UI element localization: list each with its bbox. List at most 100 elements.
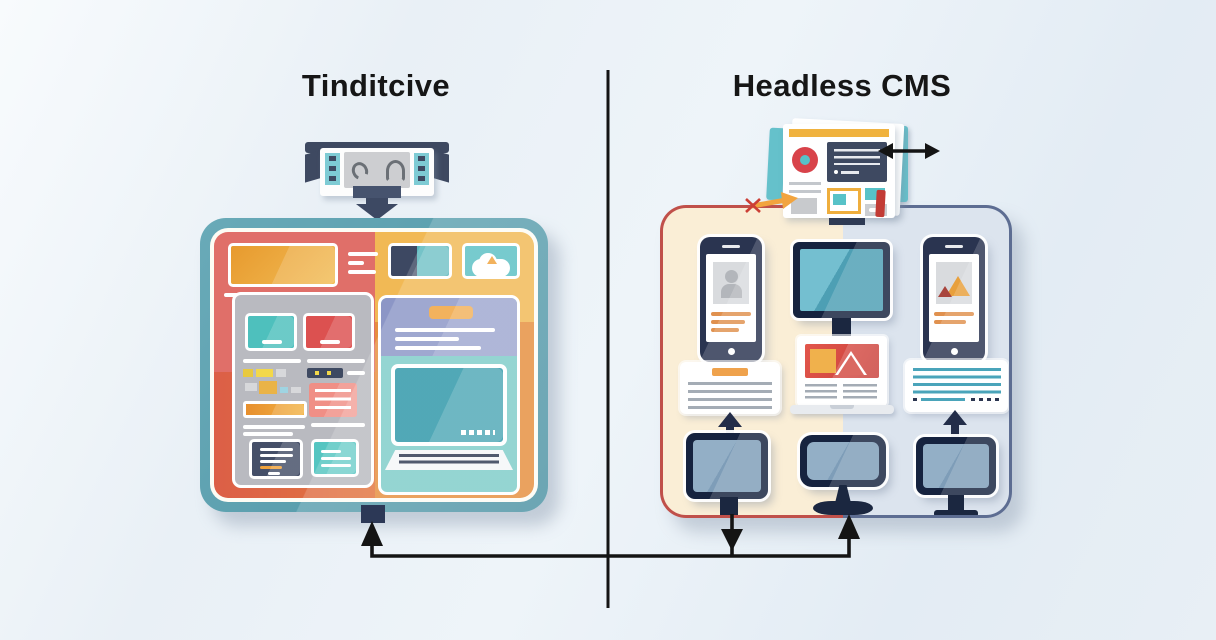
text-line [268,472,280,475]
tag-chip [256,369,273,377]
up-arrow-icon [943,410,967,425]
publish-arrowhead [781,192,798,209]
text-line [841,171,859,174]
panel-content [663,208,1009,515]
mountain-triangle-small [938,286,952,297]
sprocket-holes [418,156,425,182]
icon-base [829,218,865,225]
content-panel-navy [827,142,887,182]
record-dot [800,155,810,165]
record-icon [792,147,818,173]
laptop-base [790,405,894,414]
text-lines [843,384,877,399]
speaker [945,245,963,248]
speaker [722,245,740,248]
monitor-t-base [934,510,978,515]
tag-chip [245,383,257,391]
orange-banner [243,401,307,418]
nav-bar-navy [307,368,343,378]
home-button [951,348,958,355]
text-lines [315,389,351,411]
tag-chip [259,381,277,394]
up-arrow-right [838,514,860,539]
phone-screen [706,254,756,342]
text-line [260,448,293,451]
tag-chip [243,369,253,377]
thumbnail-red [303,313,355,351]
content-card-right [905,360,1008,412]
pedestal-stem [835,485,851,503]
film-top-bar [305,142,449,153]
thumbnail-split-box [388,243,452,279]
text-lines [805,384,837,399]
hero-image-box [228,243,338,287]
down-arrow-head [356,204,398,220]
phone-screen [929,254,979,342]
cms-document-icon [740,112,945,225]
sprocket-holes [329,156,336,182]
home-button [728,348,735,355]
orange-title-bar [712,368,748,376]
down-arrow-shaft [366,198,388,206]
text-line [711,312,751,316]
text-line [311,423,365,427]
connector-tab [361,505,385,523]
dot [315,371,319,375]
film-image [344,152,410,188]
film-base-bar [353,186,401,198]
arrowhead-left [878,143,893,159]
text-lines [834,149,880,165]
monitor-icon [916,437,996,495]
left-title: Tinditcive [301,68,451,103]
text-line [395,346,481,350]
info-box-navy [249,439,303,479]
text-line [348,261,364,265]
thumbnail-cloud-box [462,243,520,279]
caption-line [320,340,340,344]
text-line [348,252,378,256]
traditional-website-panel [200,218,548,512]
film-strip-browser-icon [303,138,451,220]
avatar-head [725,270,738,283]
mountain-image [936,262,972,304]
media-box-yellow [827,188,861,214]
key-rows [399,454,499,466]
down-arrow-middle [721,529,743,551]
text-line [395,337,459,341]
caption-line [262,340,282,344]
dot [327,371,331,375]
up-arrow-icon [718,412,742,427]
avatar-image [713,262,749,304]
sync-double-arrow-icon [878,143,940,159]
tag-chip [291,387,301,393]
flow-line [370,538,851,558]
text-lines [913,368,1001,394]
text-line [934,312,974,316]
arrowhead-right [925,143,940,159]
text-line [260,454,293,457]
text-lines [688,382,772,409]
panel-white-ring [210,228,538,502]
dot [913,398,917,401]
dots-line [971,398,999,401]
gray-image-chip [791,198,817,214]
text-line [321,450,341,453]
monitor-stand [832,318,851,338]
film-strip-left [325,153,340,185]
mountain-triangle [487,256,497,264]
mountain-triangle [946,276,970,296]
text-line [347,371,365,375]
monitor-screen [923,444,989,488]
text-line [711,320,745,324]
laptop-card [797,336,887,406]
keyboard-icon [385,450,513,470]
up-arrow-shaft [951,423,959,437]
panel-content [214,232,534,498]
salmon-text-block [309,383,357,417]
film-strip-right [414,153,429,185]
text-line [243,359,301,363]
text-line [321,464,351,467]
monitor-stand [720,497,738,515]
